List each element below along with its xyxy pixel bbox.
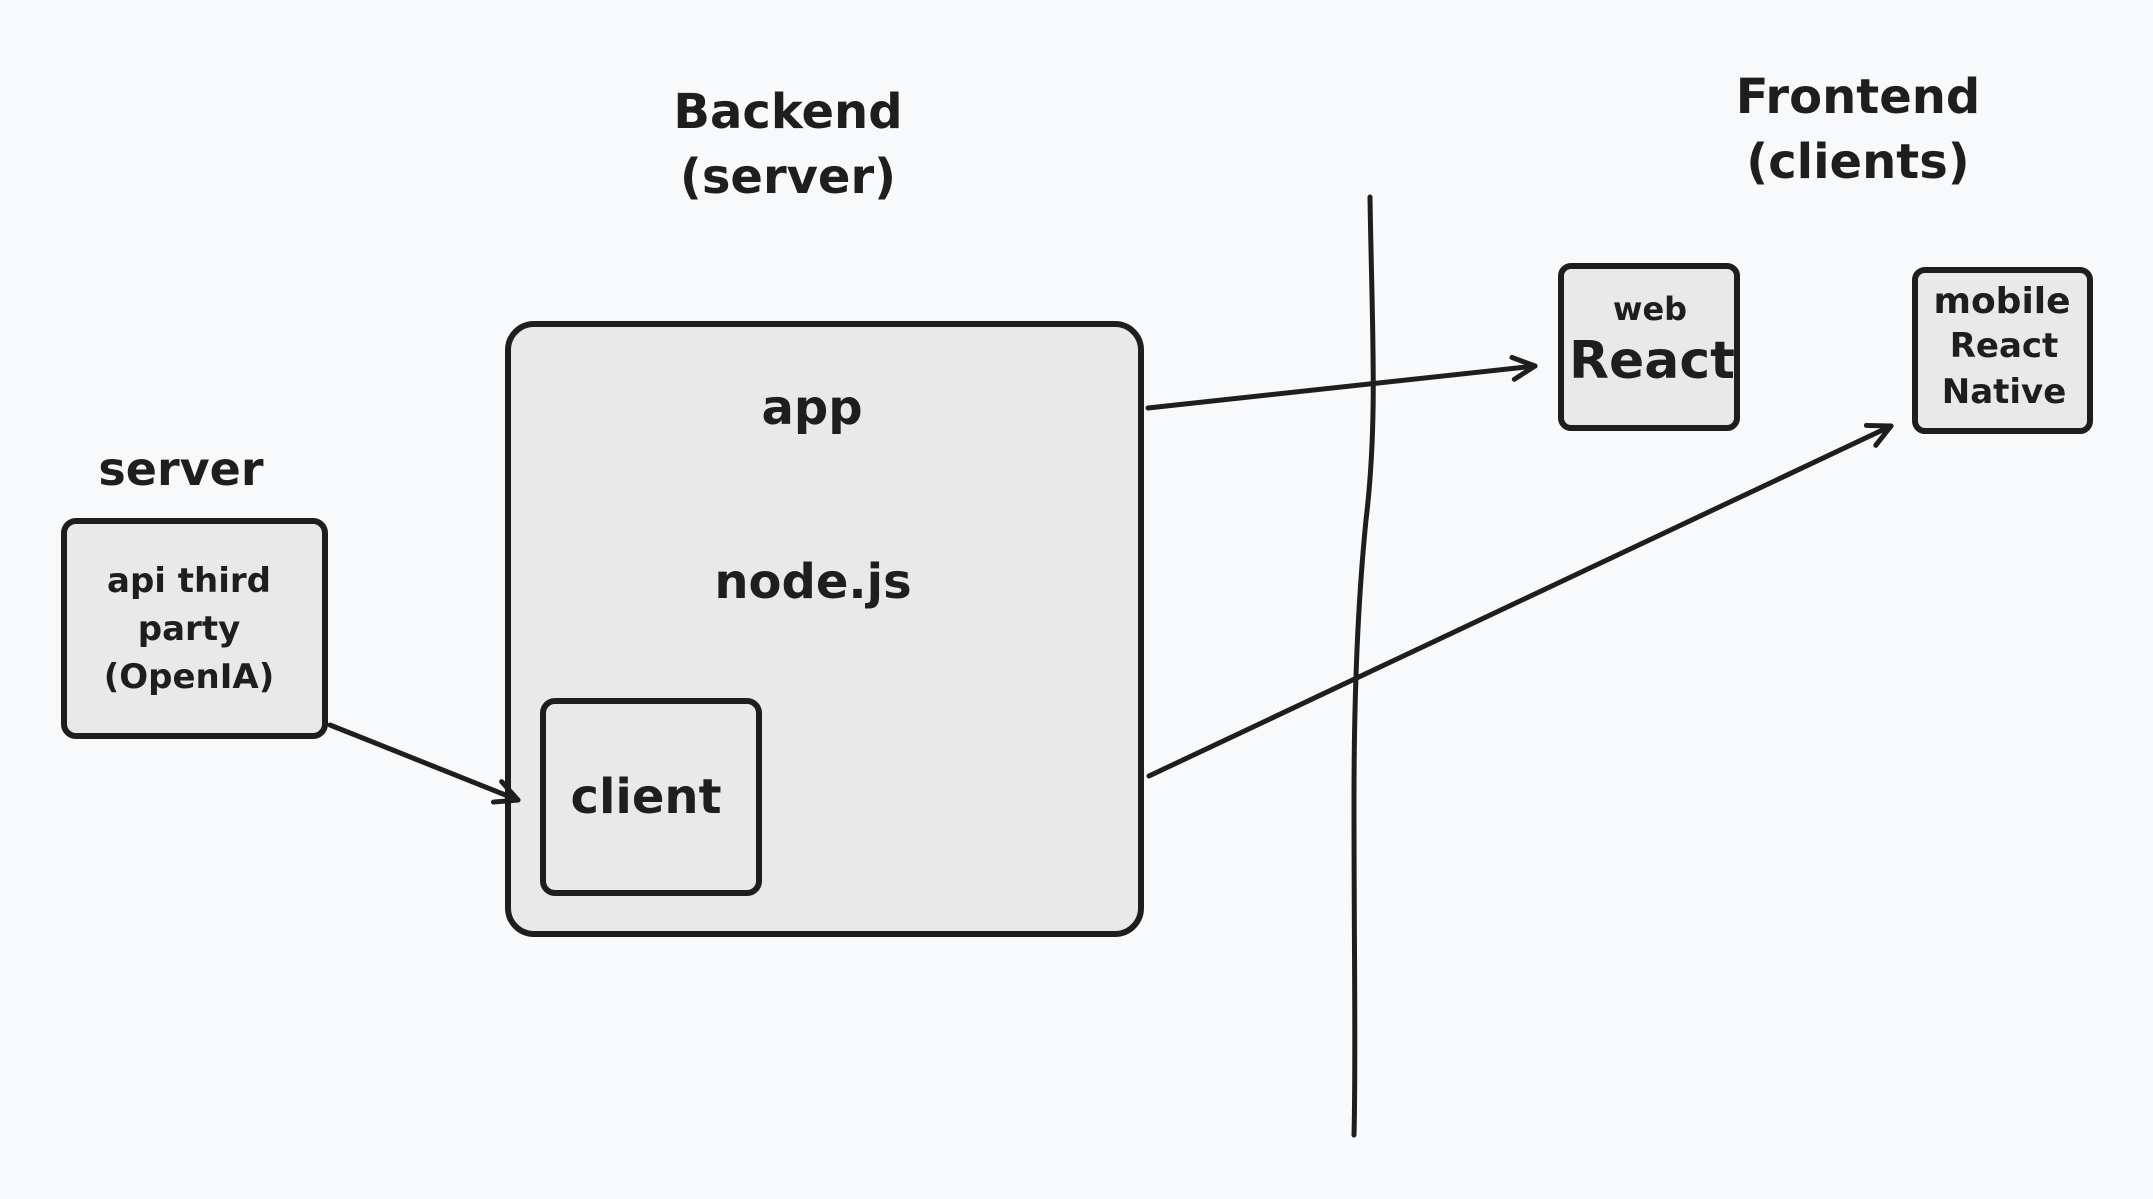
mobile-label-1: mobile (1933, 281, 2070, 322)
arrow-app-to-web (1145, 354, 1538, 411)
third-party-api-label-3: (OpenIA) (104, 657, 275, 697)
backend-frontend-divider (1351, 194, 1376, 1138)
frontend-heading: Frontend (clients) (1736, 69, 1981, 190)
app-runtime-label: node.js (714, 554, 911, 610)
third-party-api-label-1: api third (107, 561, 271, 601)
arrow-app-to-mobile (1146, 422, 1894, 779)
third-party-api-node[interactable]: api third party (OpenIA) (61, 518, 328, 739)
mobile-label-3: Native (1942, 372, 2067, 412)
client-node[interactable]: client (540, 698, 762, 896)
mobile-react-native-box (1912, 267, 2093, 434)
app-title: app (761, 380, 862, 436)
server-heading: server (98, 442, 263, 496)
mobile-label-2: React (1950, 326, 2059, 366)
web-react-label: React (1569, 331, 1735, 391)
backend-heading: Backend (server) (673, 84, 902, 205)
arrow-api-to-client (327, 722, 521, 805)
frontend-heading-line-2: (clients) (1746, 134, 1969, 190)
client-label: client (570, 769, 721, 825)
third-party-api-box (61, 518, 328, 739)
backend-heading-line-1: Backend (673, 84, 902, 140)
web-label: web (1613, 290, 1687, 328)
backend-heading-line-2: (server) (680, 149, 896, 205)
client-box (540, 698, 762, 896)
frontend-heading-line-1: Frontend (1736, 69, 1981, 125)
web-react-box (1558, 263, 1740, 431)
mobile-react-native-node[interactable]: mobile React Native (1912, 267, 2093, 434)
third-party-api-label-2: party (138, 609, 240, 649)
web-react-node[interactable]: web React (1558, 263, 1740, 431)
